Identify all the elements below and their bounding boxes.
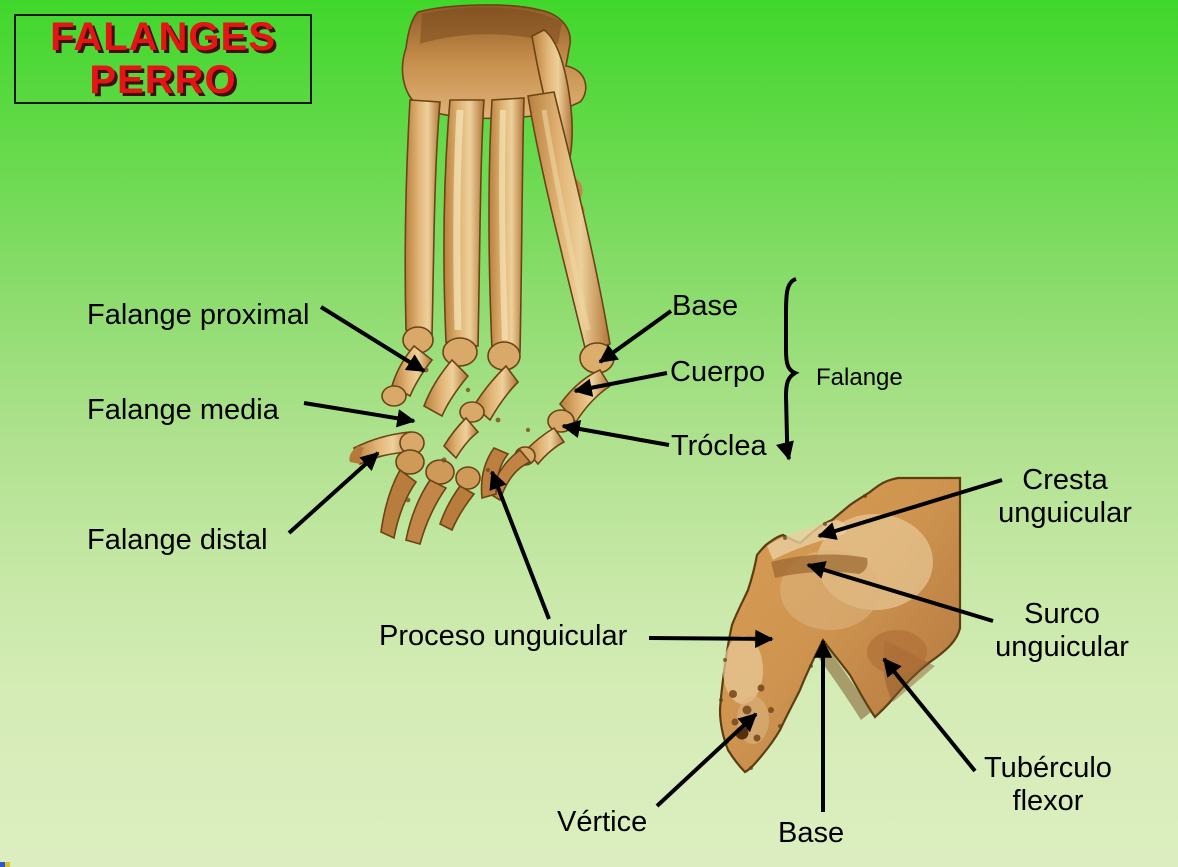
tuberculo-line-2: flexor xyxy=(1012,785,1084,817)
corner-artifact-blue xyxy=(0,862,5,867)
metacarpal-3 xyxy=(443,99,485,347)
mcp-joint-3 xyxy=(442,337,478,367)
cresta-line-1: Cresta xyxy=(1022,464,1108,496)
cresta-line-2: unguicular xyxy=(998,497,1132,529)
label-base-bottom: Base xyxy=(778,817,845,849)
claw-1 xyxy=(380,468,418,540)
title-line-2: PERRO xyxy=(89,58,237,102)
title-box: FALANGES PERRO xyxy=(14,14,312,104)
label-tuberculo-flexor: Tubérculo flexor xyxy=(968,752,1128,818)
metacarpal-2 xyxy=(404,99,441,338)
surco-line-2: unguicular xyxy=(995,631,1129,663)
label-surco-unguicular: Surco unguicular xyxy=(982,598,1142,664)
label-falange-media: Falange media xyxy=(87,394,279,426)
claw-pit-hole xyxy=(735,726,749,740)
label-cuerpo: Cuerpo xyxy=(670,356,766,388)
mcp-joint-4 xyxy=(487,341,521,371)
dog-paw-skeleton-photo xyxy=(349,4,615,545)
falange-brace xyxy=(776,277,800,461)
flexor-tubercle-shading xyxy=(867,630,927,674)
label-falange-distal: Falange distal xyxy=(87,524,268,556)
surco-line-1: Surco xyxy=(1024,598,1100,630)
corner-artifact xyxy=(0,862,10,867)
claw-3 xyxy=(439,484,476,532)
label-falange-proximal: Falange proximal xyxy=(87,299,310,331)
label-cresta-unguicular: Cresta unguicular xyxy=(985,464,1145,530)
mcp-joint-5 xyxy=(579,342,615,374)
label-falange-group: Falange xyxy=(816,364,903,391)
label-vertice: Vértice xyxy=(557,806,648,838)
tuberculo-line-1: Tubérculo xyxy=(984,752,1112,784)
corner-artifact-yellow xyxy=(5,862,10,867)
label-proceso-unguicular: Proceso unguicular xyxy=(379,620,628,652)
title-line-1: FALANGES xyxy=(50,15,276,59)
claw-2 xyxy=(405,478,448,545)
label-troclea: Tróclea xyxy=(671,430,767,462)
distal-phalanx-closeup-photo xyxy=(718,476,962,774)
label-base-top: Base xyxy=(672,290,739,322)
